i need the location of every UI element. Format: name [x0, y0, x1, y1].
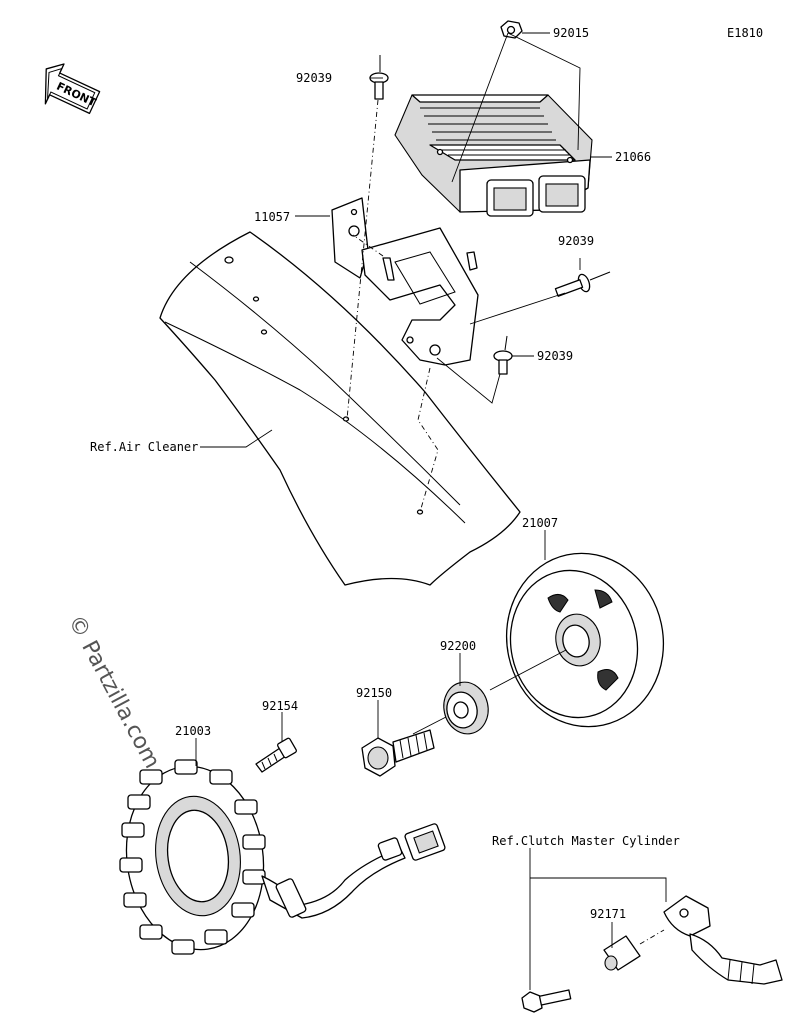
air-cleaner-cover	[159, 231, 521, 586]
leader-lines	[195, 32, 667, 990]
diagram-code: E1810	[727, 26, 763, 40]
bolt-92154	[255, 737, 297, 773]
stator	[119, 759, 446, 955]
label-rivet-92039-top: 92039	[296, 71, 332, 85]
label-ref-air-cleaner: Ref.Air Cleaner	[90, 440, 198, 454]
label-regulator-21066: 21066	[615, 150, 651, 164]
rivet-92039-right	[554, 271, 611, 297]
label-bolt-92150: 92150	[356, 686, 392, 700]
clamp-92171	[603, 935, 641, 971]
label-stator-21003: 21003	[175, 724, 211, 738]
label-bracket-11057: 11057	[254, 210, 290, 224]
clutch-hose-fitting	[663, 895, 783, 985]
label-nut-92015: 92015	[553, 26, 589, 40]
mounting-bracket	[331, 197, 479, 366]
label-flywheel-21007: 21007	[522, 516, 558, 530]
label-ref-clutch-master-cylinder: Ref.Clutch Master Cylinder	[492, 834, 680, 848]
clutch-bolt	[521, 989, 572, 1013]
label-rivet-92039-right: 92039	[558, 234, 594, 248]
front-arrow-icon: FRONT	[44, 63, 101, 115]
rivet-92039-lower	[493, 335, 513, 375]
label-rivet-92039-lower: 92039	[537, 349, 573, 363]
flywheel	[505, 552, 665, 728]
washer-92200	[443, 681, 489, 735]
rivet-92039-top	[369, 55, 389, 100]
label-washer-92200: 92200	[440, 639, 476, 653]
label-bolt-92154: 92154	[262, 699, 298, 713]
watermark: © Partzilla.com	[63, 611, 165, 773]
regulator-rectifier	[394, 94, 593, 217]
label-clamp-92171: 92171	[590, 907, 626, 921]
bolt-92150	[361, 729, 435, 777]
nut-92015	[500, 20, 523, 39]
